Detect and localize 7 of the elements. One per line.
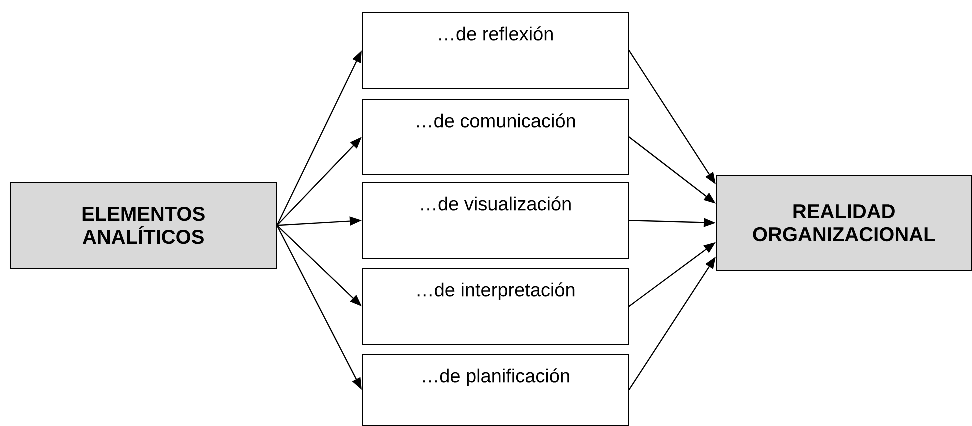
process-box: …de visualización — [362, 182, 630, 260]
process-box: …de comunicación — [362, 99, 630, 176]
process-box: REALIDAD ORGANIZACIONAL — [716, 175, 972, 272]
process-box: …de interpretación — [362, 268, 630, 346]
process-box: ELEMENTOS ANALÍTICOS — [10, 182, 278, 270]
process-box: …de reflexión — [362, 12, 630, 90]
process-box: …de planificación — [362, 354, 630, 426]
